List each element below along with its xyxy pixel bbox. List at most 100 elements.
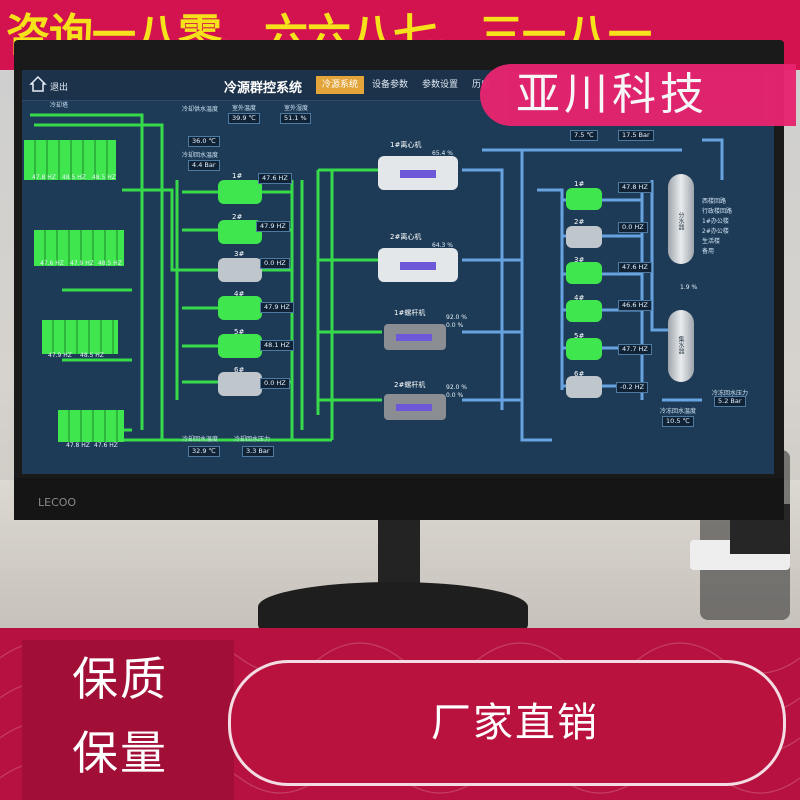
direct-sale-pill: 厂家直销 xyxy=(228,660,786,786)
chilled-pump-2[interactable] xyxy=(566,226,602,248)
cooling-return-value: 4.4 Bar xyxy=(188,160,220,171)
home-icon[interactable] xyxy=(28,74,48,94)
chilled-pump-2-value: 0.0 HZ xyxy=(618,222,648,233)
tab-cooling-system[interactable]: 冷源系统 xyxy=(316,76,365,94)
exit-button[interactable]: 退出 xyxy=(50,83,69,93)
chilled-pump-6-value: -0.2 HZ xyxy=(616,382,649,393)
distributor-label: 分水器 xyxy=(677,212,684,230)
cooling-return-label: 冷却回水温度 xyxy=(182,152,219,159)
cooling-tower-1[interactable] xyxy=(24,140,116,180)
bottom-return-temp-label: 冷却回水温度 xyxy=(182,436,219,443)
monitor-bezel xyxy=(14,478,784,520)
cooling-pump-1-name: 1# xyxy=(232,172,243,180)
chilled-supply-temp: 7.5 ℃ xyxy=(570,130,598,141)
chilled-pump-6-name: 6# xyxy=(574,370,585,378)
cooling-pump-6-value: 0.0 HZ xyxy=(260,378,290,389)
branch-6: 备用 xyxy=(702,248,715,255)
brand-overlay: 亚川科技 xyxy=(480,64,796,126)
tower-4-hz-1: 47.8 HZ xyxy=(66,442,90,449)
cooling-pump-3-name: 3# xyxy=(234,250,245,258)
cooling-tower-4[interactable] xyxy=(58,410,124,442)
screw-chiller-1-valve: 0.0 % xyxy=(446,322,464,329)
branch-2: 行政楼回路 xyxy=(702,208,733,215)
quality-box: 保质 保量 xyxy=(22,640,234,800)
chilled-pump-5[interactable] xyxy=(566,338,602,360)
cooling-pump-4-name: 4# xyxy=(234,290,245,298)
cooling-pump-2-value: 47.9 HZ xyxy=(256,221,290,232)
chiller-2-name: 2#离心机 xyxy=(390,233,422,241)
cooling-pump-3-value: 0.0 HZ xyxy=(260,258,290,269)
scada-screen: 退出 冷源群控系统 冷源系统 设备参数 参数设置 历史 xyxy=(22,70,774,474)
chilled-pump-3[interactable] xyxy=(566,262,602,284)
chilled-pump-1[interactable] xyxy=(566,188,602,210)
chilled-pump-3-name: 3# xyxy=(574,256,585,264)
chilled-pump-5-value: 47.7 HZ xyxy=(618,344,652,355)
chilled-supply-pressure: 17.5 Bar xyxy=(618,130,654,141)
cooling-pump-1-value: 47.6 HZ xyxy=(258,173,292,184)
outdoor-humidity-label: 室外湿度 xyxy=(284,105,309,112)
cooling-pump-1[interactable] xyxy=(218,180,262,204)
chilled-pump-6[interactable] xyxy=(566,376,602,398)
bottom-return-pressure-value: 3.3 Bar xyxy=(242,446,274,457)
water-distributor[interactable]: 分水器 xyxy=(668,174,694,264)
tower-2-hz-3: 48.5 HZ xyxy=(98,260,122,267)
bottom-return-temp-value: 32.9 ℃ xyxy=(188,446,220,457)
screw-chiller-2[interactable] xyxy=(384,394,446,420)
screw-chiller-1[interactable] xyxy=(384,324,446,350)
monitor-stand xyxy=(378,520,420,590)
branch-1: 西楼回路 xyxy=(702,198,727,205)
cooling-tower-3[interactable] xyxy=(42,320,118,354)
screw-chiller-2-name: 2#螺杆机 xyxy=(394,381,426,389)
bottom-return-pressure-label: 冷却回水压力 xyxy=(234,436,271,443)
chilled-pump-5-name: 5# xyxy=(574,332,585,340)
bypass-valve-percent: 1.9 % xyxy=(680,284,698,291)
chilled-pump-2-name: 2# xyxy=(574,218,585,226)
tower-4-hz-2: 47.6 HZ xyxy=(94,442,118,449)
cooling-pump-4[interactable] xyxy=(218,296,262,320)
chiller-1-load: 65.4 % xyxy=(432,150,453,157)
chilled-pump-1-value: 47.8 HZ xyxy=(618,182,652,193)
cooling-pump-5[interactable] xyxy=(218,334,262,358)
brand-text: 亚川科技 xyxy=(516,69,708,120)
cooling-pump-2[interactable] xyxy=(218,220,262,244)
screw-chiller-1-load: 92.0 % xyxy=(446,314,467,321)
chilled-pump-4-value: 46.6 HZ xyxy=(618,300,652,311)
cooling-pump-5-name: 5# xyxy=(234,328,245,336)
cooling-tower-2[interactable] xyxy=(34,230,124,266)
outdoor-temp-value: 39.9 ℃ xyxy=(228,113,260,124)
branch-4: 2#办公楼 xyxy=(702,228,729,235)
outdoor-humidity-value: 51.1 % xyxy=(280,113,311,124)
tower-3-hz-2: 48.5 HZ xyxy=(80,352,104,359)
chilled-pump-3-value: 47.6 HZ xyxy=(618,262,652,273)
chilled-pump-1-name: 1# xyxy=(574,180,585,188)
chilled-return-pressure-value: 5.2 Bar xyxy=(714,396,746,407)
screw-chiller-2-load: 92.0 % xyxy=(446,384,467,391)
tower-3-hz-1: 47.9 HZ xyxy=(48,352,72,359)
quality-line-1: 保质 xyxy=(72,652,168,706)
cooling-pump-3[interactable] xyxy=(218,258,262,282)
tower-1-hz-1: 47.8 HZ xyxy=(32,174,56,181)
water-collector[interactable]: 集水器 xyxy=(668,310,694,382)
cooling-pump-2-name: 2# xyxy=(232,213,243,221)
cooling-pump-6[interactable] xyxy=(218,372,262,396)
quality-line-2: 保量 xyxy=(72,726,168,780)
cooling-pump-4-value: 47.9 HZ xyxy=(260,302,294,313)
chiller-2-load: 64.3 % xyxy=(432,242,453,249)
tab-equipment-params[interactable]: 设备参数 xyxy=(372,80,409,90)
monitor-brand-logo: LECOO xyxy=(38,496,77,509)
tower-2-hz-1: 47.6 HZ xyxy=(40,260,64,267)
screw-chiller-1-name: 1#螺杆机 xyxy=(394,309,426,317)
outdoor-temp-label: 室外温度 xyxy=(232,105,257,112)
cooling-pump-5-value: 48.1 HZ xyxy=(260,340,294,351)
tab-param-settings[interactable]: 参数设置 xyxy=(422,80,459,90)
system-title: 冷源群控系统 xyxy=(224,81,303,96)
chiller-1-name: 1#离心机 xyxy=(390,141,422,149)
chiller-2[interactable] xyxy=(378,248,458,282)
chiller-1[interactable] xyxy=(378,156,458,190)
collector-label: 集水器 xyxy=(677,336,684,354)
tower-2-hz-2: 47.9 HZ xyxy=(70,260,94,267)
chilled-return-temp-label: 冷冻回水温度 xyxy=(660,408,697,415)
chilled-pump-4[interactable] xyxy=(566,300,602,322)
chilled-return-pressure-label: 冷冻回水压力 xyxy=(712,390,749,397)
cooling-pump-6-name: 6# xyxy=(234,366,245,374)
